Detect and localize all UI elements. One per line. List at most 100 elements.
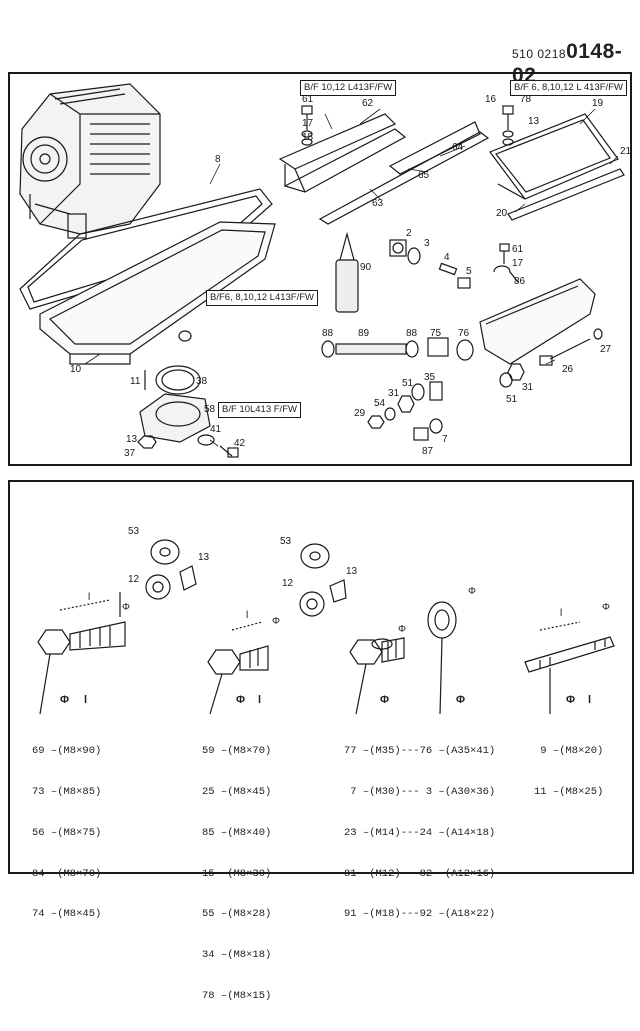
part-number: 62 xyxy=(362,98,374,109)
part-number: 51 xyxy=(402,378,414,389)
col-header-phi-mid: Φ xyxy=(236,694,246,706)
washer-54 xyxy=(384,407,396,421)
part-number: 16 xyxy=(485,94,497,105)
part-number: 17 xyxy=(512,258,524,269)
part-number: 18 xyxy=(302,132,314,143)
nut-31-right xyxy=(507,363,525,381)
dim-phi-left: Φ xyxy=(122,602,130,613)
bolt-medium-drawing xyxy=(207,621,269,675)
part-number: 90 xyxy=(360,262,372,273)
col-header-l-left: l xyxy=(84,694,88,706)
variant-label-6-12-pan: B/F6, 8,10,12 L413F/FW xyxy=(206,290,319,306)
part-number: 64 xyxy=(452,142,464,153)
col-header-l-mid: l xyxy=(258,694,262,706)
size-row: 15 –(M8×30) xyxy=(202,867,272,880)
cover-plate-right xyxy=(489,113,625,221)
part-label-13-left: 13 xyxy=(198,552,210,563)
dim-phi-stud: Φ xyxy=(602,602,610,613)
clamp-88-right xyxy=(405,340,419,358)
washer-53-left xyxy=(150,539,180,565)
part-number: 8 xyxy=(215,154,221,165)
part-number: 54 xyxy=(374,398,386,409)
size-row: 73 –(M8×85) xyxy=(32,785,102,798)
col-header-phi-stud: Φ xyxy=(566,694,576,706)
size-row: 78 –(M8×15) xyxy=(202,989,272,1002)
cap-5 xyxy=(457,277,471,289)
plug-87 xyxy=(413,427,429,441)
part-label-12-left: 12 xyxy=(128,574,140,585)
part-number: 13 xyxy=(126,434,138,445)
size-row: 81 –(M12)---82 –(A12×16) xyxy=(344,867,496,880)
col-header-l-stud: l xyxy=(588,694,592,706)
clamp-86 xyxy=(493,265,519,283)
part-number: 51 xyxy=(506,394,518,405)
part-number: 17 xyxy=(302,118,314,129)
fastener-drawings: 53 12 13 53 12 13 Φ l Φ l Φ Φ Φ l xyxy=(37,526,615,715)
hose-89 xyxy=(335,343,407,355)
washer-12-mid xyxy=(299,591,325,617)
dim-phi-plug: Φ xyxy=(398,624,406,635)
col-header-phi-left: Φ xyxy=(60,694,70,706)
oil-pan xyxy=(39,221,276,365)
lock-13-mid xyxy=(329,579,347,603)
part-label-12-mid: 12 xyxy=(282,578,294,589)
ring-76 xyxy=(456,339,474,361)
size-row: 74 –(M8×45) xyxy=(32,908,102,921)
part-label-13-mid: 13 xyxy=(346,566,358,577)
size-row: 34 –(M8×18) xyxy=(202,949,272,962)
size-row: 25 –(M8×45) xyxy=(202,785,272,798)
bolt-16-top xyxy=(502,105,514,130)
sealant-90 xyxy=(335,231,359,313)
plug-2 xyxy=(389,239,407,257)
bolt-29 xyxy=(367,415,385,429)
size-row: 91 –(M18)---92 –(A18×22) xyxy=(344,908,496,921)
size-row: 9 –(M8×20) xyxy=(534,745,604,758)
cover-plate-left xyxy=(278,113,490,225)
part-label-53-left: 53 xyxy=(128,526,140,537)
seal-ring-drawing xyxy=(427,601,457,639)
part-number: 2 xyxy=(406,228,412,239)
dim-phi-mid: Φ xyxy=(272,616,280,627)
col-header-phi-plug: Φ xyxy=(380,694,390,706)
variant-label-10-12: B/F 10,12 L413F/FW xyxy=(300,80,397,96)
part-number: 11 xyxy=(130,376,141,387)
part-number: 3 xyxy=(424,238,430,249)
part-number: 4 xyxy=(444,252,450,263)
lock-13-left xyxy=(179,565,197,591)
clamp-88-left xyxy=(321,340,335,358)
part-number: 29 xyxy=(354,408,366,419)
part-number: 31 xyxy=(388,388,400,399)
fitting-75 xyxy=(427,337,449,357)
part-label-53-mid: 53 xyxy=(280,536,292,547)
part-number: 38 xyxy=(196,376,208,387)
screw-26 xyxy=(539,338,591,366)
nut-31-left xyxy=(397,395,415,413)
size-list-left: 69 –(M8×90) 73 –(M8×85) 56 –(M8×75) 84 –… xyxy=(32,718,101,949)
size-row: 59 –(M8×70) xyxy=(202,745,272,758)
part-number: 63 xyxy=(372,198,384,209)
part-number: 61 xyxy=(302,94,314,105)
part-number: 58 xyxy=(204,404,216,415)
part-number: 89 xyxy=(358,328,370,339)
engine-illustration xyxy=(19,83,161,239)
part-number: 7 xyxy=(442,434,448,445)
part-number: 88 xyxy=(406,328,418,339)
part-number: 27 xyxy=(600,344,612,355)
ring-3 xyxy=(407,247,421,265)
ring-7 xyxy=(429,418,443,434)
pin-4 xyxy=(438,262,458,276)
sump-housing xyxy=(479,278,596,365)
size-row: 11 –(M8×25) xyxy=(534,785,604,798)
washer-53-mid xyxy=(300,543,330,569)
part-number: 75 xyxy=(430,328,442,339)
exploded-view-panel: 8 61 62 17 18 64 65 63 16 78 19 13 21 20… xyxy=(8,72,632,466)
part-number: 31 xyxy=(522,382,534,393)
stud-drawing xyxy=(524,621,615,673)
document-number-prefix: 510 0218 xyxy=(512,47,567,61)
variant-label-10: B/F 10L413 F/FW xyxy=(218,402,301,418)
size-row: 84 –(M8×70) xyxy=(32,867,102,880)
part-number: 42 xyxy=(234,438,246,449)
size-list-stud: 9 –(M8×20) 11 –(M8×25) xyxy=(534,718,603,827)
oil-pan-gasket xyxy=(19,188,273,310)
size-row: 77 –(M35)---76 –(A35×41) xyxy=(344,745,496,758)
